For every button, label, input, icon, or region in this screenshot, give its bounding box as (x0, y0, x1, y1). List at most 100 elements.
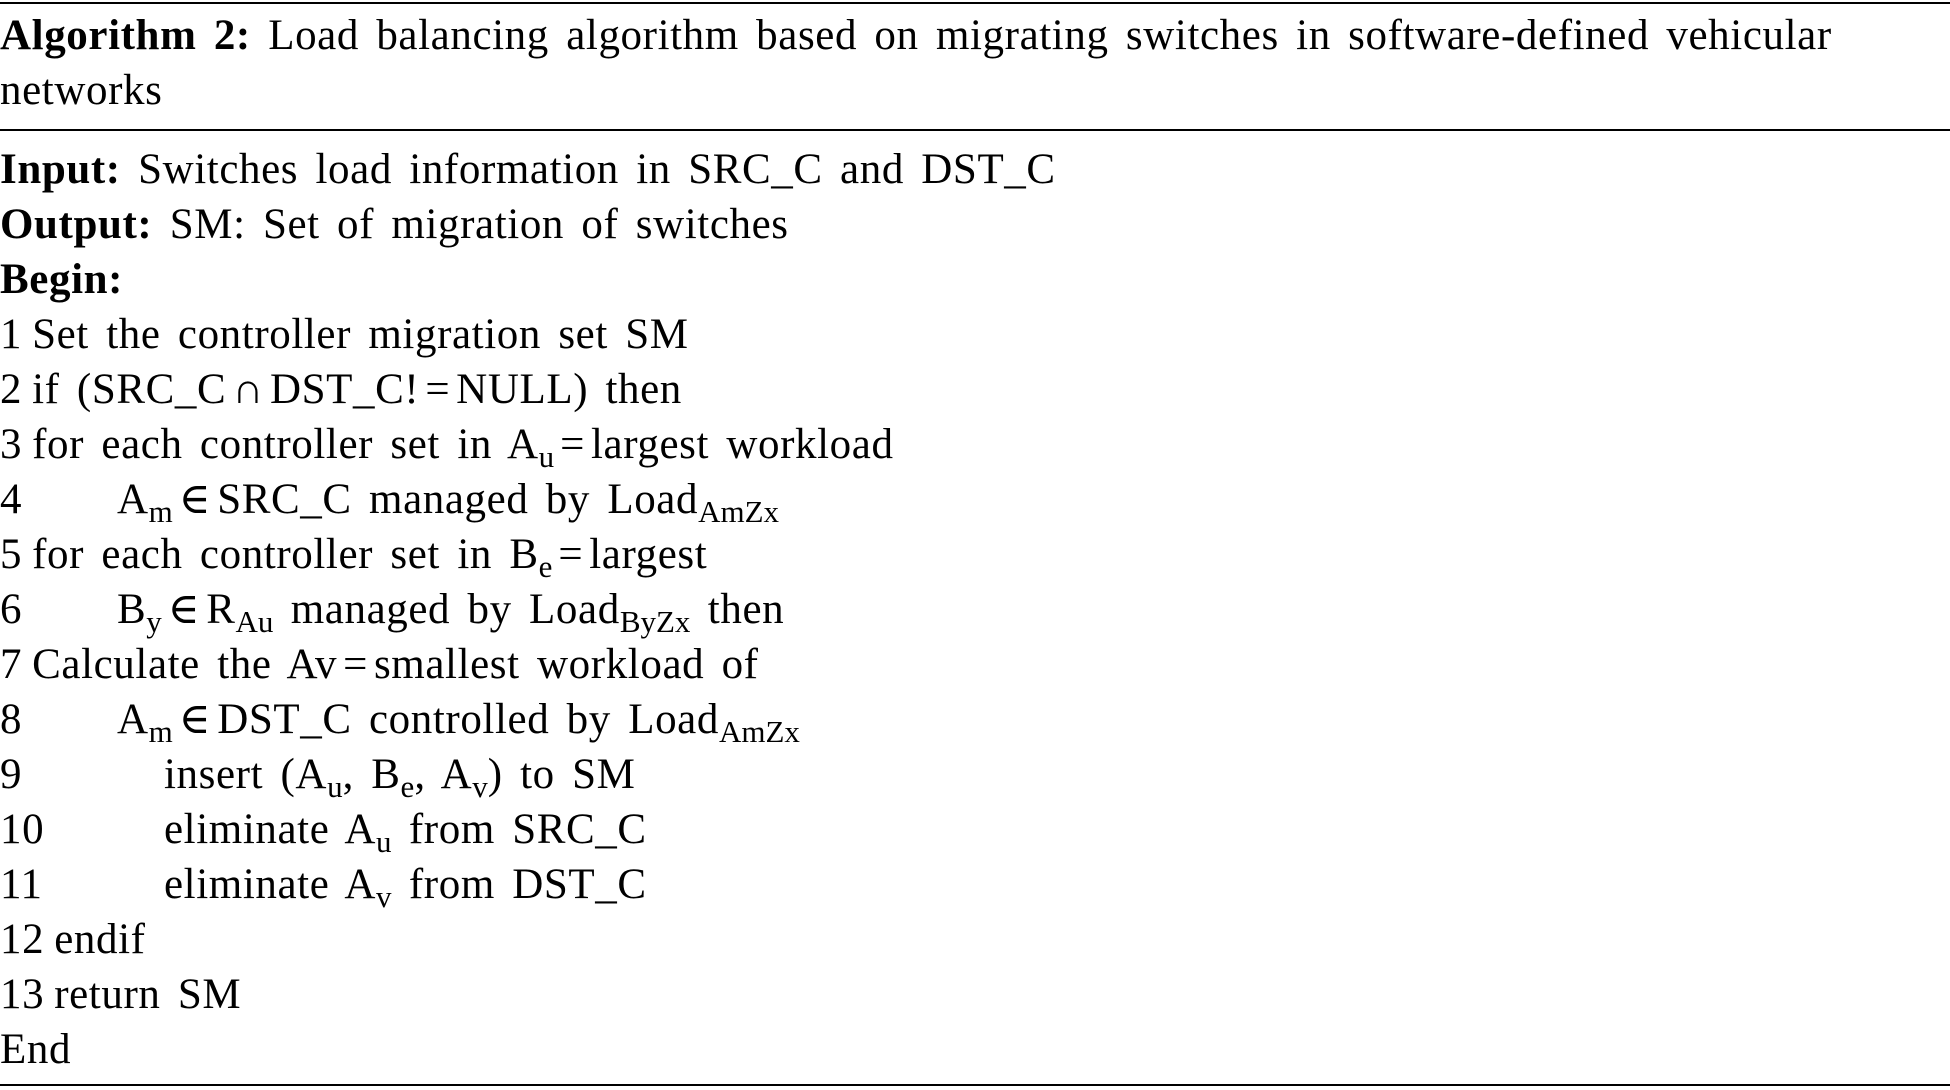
step-text-post: smallest workload of (373, 641, 759, 688)
step-line-8: 8 Am∈DST_C controlled by LoadAmZx (0, 692, 1940, 747)
input-line: Input: Switches load information in SRC_… (0, 142, 1940, 197)
subscript: u (327, 769, 343, 804)
variable: R (206, 586, 236, 633)
step-text-pre: eliminate A (164, 861, 377, 908)
bottom-rule (0, 1084, 1950, 1086)
algorithm-title-label: Algorithm 2: (0, 12, 251, 59)
subscript: v (472, 769, 488, 804)
indented-text: eliminate Au from SRC_C (164, 802, 647, 857)
line-number: 6 (0, 586, 23, 633)
step-text-post: largest workload (590, 421, 894, 468)
subscript: AmZx (718, 714, 800, 749)
algorithm-title-text: Load balancing algorithm based on migrat… (0, 12, 1832, 114)
subscript: y (146, 604, 162, 639)
line-number: 2 (0, 366, 23, 413)
header-rule (0, 129, 1950, 131)
output-line: Output: SM: Set of migration of switches (0, 197, 1940, 252)
step-text-mid: SRC_C managed by Load (217, 476, 699, 523)
step-line-4: 4 Am∈SRC_C managed by LoadAmZx (0, 472, 1940, 527)
line-number: 13 (0, 971, 45, 1018)
indented-text: By∈RAu managed by LoadByZx then (117, 582, 784, 637)
step-text-pre: for each controller set in B (32, 531, 539, 578)
indented-text: insert (Au, Be, Av) to SM (164, 747, 635, 802)
step-text-pre: for each controller set in A (32, 421, 539, 468)
indented-text: eliminate Av from DST_C (164, 857, 647, 912)
step-text-post: ) to SM (487, 751, 636, 798)
step-text-pre: eliminate A (164, 806, 377, 853)
variable: A (117, 476, 149, 523)
subscript: Au (235, 604, 274, 639)
subscript: ByZx (619, 604, 691, 639)
line-number: 12 (0, 916, 45, 963)
line-number: 10 (0, 806, 45, 853)
step-text-pre: Calculate the Av (32, 641, 338, 688)
equals-symbol: = (343, 641, 368, 688)
step-text-post: NULL) then (456, 366, 682, 413)
output-label: Output: (0, 201, 153, 248)
step-text-mid: DST_C! (269, 366, 420, 413)
equals-symbol: = (560, 421, 585, 468)
line-number: 5 (0, 531, 23, 578)
step-line-6: 6 By∈RAu managed by LoadByZx then (0, 582, 1940, 637)
line-number: 3 (0, 421, 23, 468)
subscript: u (538, 439, 555, 474)
output-text: SM: Set of migration of switches (169, 201, 789, 248)
step-text-post: from DST_C (408, 861, 647, 908)
step-text-post: from SRC_C (408, 806, 647, 853)
top-rule (0, 2, 1950, 4)
line-number: 8 (0, 696, 23, 743)
line-number: 7 (0, 641, 23, 688)
indented-text: Am∈DST_C controlled by LoadAmZx (117, 692, 800, 747)
step-text-pre: if (SRC_C (32, 366, 227, 413)
algorithm-body: Input: Switches load information in SRC_… (0, 142, 1940, 1077)
line-number: 9 (0, 751, 23, 798)
begin-line: Begin: (0, 252, 1940, 307)
separator: , A (414, 751, 473, 798)
step-text-pre: insert (A (164, 751, 328, 798)
element-of-symbol: ∈ (178, 696, 212, 743)
input-text: Switches load information in SRC_C and D… (138, 146, 1056, 193)
step-line-9: 9 insert (Au, Be, Av) to SM (0, 747, 1940, 802)
element-of-symbol: ∈ (167, 586, 201, 633)
step-text-mid: DST_C controlled by Load (217, 696, 719, 743)
variable: B (117, 586, 147, 633)
subscript: AmZx (698, 494, 780, 529)
equals-symbol: = (558, 531, 584, 578)
step-text: endif (54, 916, 146, 963)
subscript: v (376, 879, 392, 914)
equals-symbol: = (425, 366, 451, 413)
separator: , B (342, 751, 401, 798)
algorithm-title: Algorithm 2: Load balancing algorithm ba… (0, 8, 1940, 118)
element-of-symbol: ∈ (178, 476, 212, 523)
variable: A (117, 696, 149, 743)
indented-text: Am∈SRC_C managed by LoadAmZx (117, 472, 779, 527)
step-line-10: 10 eliminate Au from SRC_C (0, 802, 1940, 857)
step-line-11: 11 eliminate Av from DST_C (0, 857, 1940, 912)
intersection-symbol: ∩ (232, 366, 264, 413)
subscript: m (148, 494, 173, 529)
step-text: Set the controller migration set SM (32, 311, 689, 358)
line-number: 4 (0, 476, 23, 523)
line-number: 11 (0, 861, 43, 908)
end-line: End (0, 1022, 1940, 1077)
begin-label: Begin: (0, 256, 124, 303)
subscript: e (538, 549, 553, 584)
step-text-post: largest (589, 531, 708, 578)
step-text-mid: managed by Load (290, 586, 620, 633)
step-text: return SM (54, 971, 242, 1018)
step-text-post: then (707, 586, 785, 633)
subscript: u (376, 824, 392, 859)
line-number: 1 (0, 311, 23, 358)
input-label: Input: (0, 146, 121, 193)
end-label: End (0, 1026, 72, 1073)
subscript: e (400, 769, 415, 804)
subscript: m (148, 714, 173, 749)
